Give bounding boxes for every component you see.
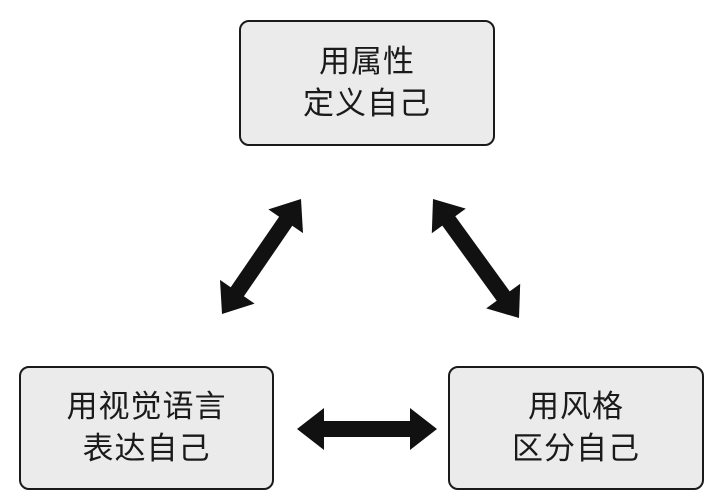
arrow-top-to-bottom-right <box>431 199 521 318</box>
node-express-by-visual-language: 用视觉语言 表达自己 <box>19 366 274 490</box>
arrow-bottom-left-to-bottom-right <box>297 408 437 450</box>
node-right-line-2: 区分自己 <box>512 431 640 467</box>
node-distinguish-by-style: 用风格 区分自己 <box>448 366 704 490</box>
node-top-line-2: 定义自己 <box>303 86 431 122</box>
node-top-line-1: 用属性 <box>319 44 415 80</box>
node-right-line-1: 用风格 <box>528 389 624 425</box>
node-left-line-2: 表达自己 <box>82 431 211 467</box>
node-left-line-1: 用视觉语言 <box>66 389 227 425</box>
arrow-top-to-bottom-left <box>220 199 303 314</box>
node-define-by-attributes: 用属性 定义自己 <box>239 20 495 146</box>
